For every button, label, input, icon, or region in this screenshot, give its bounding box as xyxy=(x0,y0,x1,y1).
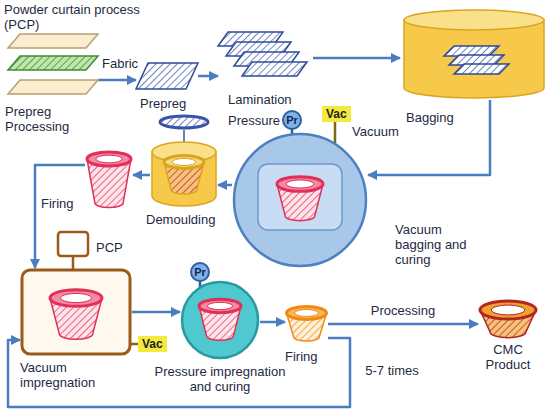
step-illustration xyxy=(400,8,548,100)
mould-rim xyxy=(164,156,204,169)
vacuum-chamber xyxy=(234,134,366,266)
sheet xyxy=(8,80,98,94)
step-illustration xyxy=(85,150,133,212)
mould-opening xyxy=(172,158,196,165)
flow-arrow xyxy=(132,311,180,314)
process-step: Prepreg Processing xyxy=(8,34,98,96)
mould-ring xyxy=(160,116,208,128)
step-illustration xyxy=(478,300,538,338)
step-label: Firing xyxy=(285,349,335,364)
step-illustration xyxy=(180,280,260,360)
process-step: Firing xyxy=(285,305,328,343)
step-illustration xyxy=(8,34,98,96)
mould-rim xyxy=(277,177,323,192)
mould-opening xyxy=(295,309,319,316)
step-label: Firing xyxy=(41,196,83,211)
mould-rim xyxy=(199,299,241,312)
mould-rim xyxy=(50,290,102,307)
flow-arrow xyxy=(218,184,232,187)
flow-arrow xyxy=(198,75,218,78)
vacuum-pipe xyxy=(334,121,337,143)
flow-arrow xyxy=(328,323,478,326)
process-step: Pressure impregnation and curing xyxy=(180,280,260,360)
note-label: Pressure xyxy=(228,113,280,128)
step-illustration xyxy=(285,305,328,343)
step-label: Prepreg Processing xyxy=(5,104,85,134)
vacuum-tag: Vac xyxy=(138,336,167,352)
step-label: Pressure impregnation and curing xyxy=(150,364,290,394)
mould-opening xyxy=(491,305,525,315)
mould-opening xyxy=(96,155,122,163)
impregnation-vessel xyxy=(22,270,130,354)
process-step: CMC Product xyxy=(478,300,538,338)
step-label: Lamination xyxy=(228,92,318,107)
process-step: Lamination xyxy=(218,30,313,85)
cylinder-body xyxy=(404,20,544,98)
edge-label: 5-7 times xyxy=(363,363,420,378)
note-label: PCP xyxy=(96,240,123,255)
note-label: Powder curtain process (PCP) xyxy=(4,2,159,32)
pressure-gauge: Pr xyxy=(282,110,302,130)
step-label: Vacuum bagging and curing xyxy=(395,222,475,267)
vacuum-tag: Vac xyxy=(322,106,351,122)
step-illustration xyxy=(136,62,198,90)
step-illustration xyxy=(150,112,218,207)
tank-pipe xyxy=(72,256,75,270)
flow-arrow xyxy=(260,321,285,324)
cylinder-top xyxy=(404,10,544,30)
mould-opening xyxy=(207,302,232,309)
note-label: Vacuum xyxy=(352,124,399,139)
flow-arrow xyxy=(313,57,400,60)
step-label: Prepreg xyxy=(140,96,210,111)
flow-arrow xyxy=(133,174,150,177)
sheet xyxy=(8,34,98,48)
process-step: Vacuum impregnation xyxy=(20,268,132,356)
process-step: Demoulding xyxy=(150,112,218,207)
mould-rim xyxy=(287,307,327,320)
mould-rim xyxy=(87,152,131,166)
flow-arrow xyxy=(98,79,136,82)
note-label: Fabric xyxy=(102,56,138,71)
sheet xyxy=(242,62,307,76)
pcp-tank xyxy=(58,232,88,256)
pressure-vessel xyxy=(182,282,258,358)
sheet xyxy=(136,63,198,89)
sheet xyxy=(8,56,98,70)
step-label: Vacuum impregnation xyxy=(20,360,115,390)
step-illustration xyxy=(20,268,132,356)
flow-arrow xyxy=(35,165,85,268)
process-step: Vacuum bagging and curing xyxy=(232,132,368,268)
process-step: Firing xyxy=(85,150,133,212)
pressure-gauge: Pr xyxy=(190,262,210,282)
process-step: Prepreg xyxy=(136,62,198,90)
cylinder-body xyxy=(152,152,216,206)
vacuum-bag xyxy=(258,164,342,230)
process-step: Bagging xyxy=(400,8,548,100)
step-label: CMC Product xyxy=(478,342,538,372)
mould-opening xyxy=(286,180,314,188)
mould-rim xyxy=(480,301,536,319)
step-illustration xyxy=(218,30,313,85)
step-label: Demoulding xyxy=(146,212,226,227)
step-label: Bagging xyxy=(406,110,486,125)
sheet xyxy=(454,64,509,74)
edge-label: Processing xyxy=(369,303,437,318)
step-illustration xyxy=(232,132,368,268)
mould-opening xyxy=(60,293,91,302)
